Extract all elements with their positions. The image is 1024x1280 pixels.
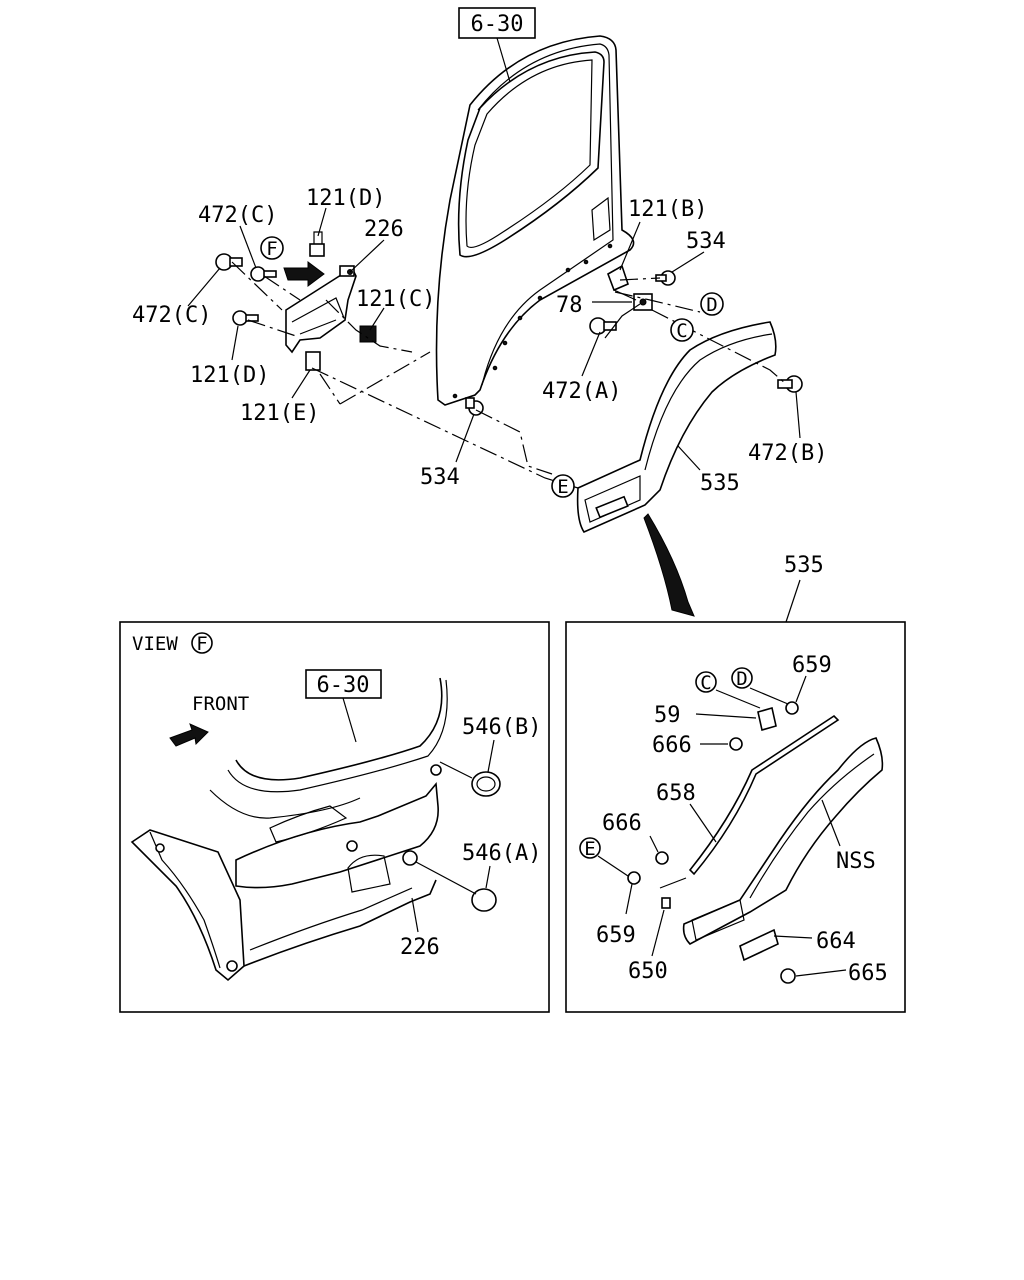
circle-C: C	[676, 320, 687, 342]
screw-472A	[589, 317, 617, 335]
detail-535-panel: 535 C D	[565, 553, 906, 1013]
clip-121E	[305, 351, 321, 371]
view-f-ref-box	[305, 669, 382, 699]
label-664: 664	[816, 929, 856, 954]
label-121D-top: 121(D)	[306, 186, 385, 211]
label-534-bottom: 534	[420, 465, 460, 490]
label-665: 665	[848, 961, 888, 986]
clip-59	[757, 706, 777, 732]
label-121E: 121(E)	[240, 401, 319, 426]
label-546A: 546(A)	[462, 841, 541, 866]
door-panel	[435, 35, 635, 406]
detail-title-535: 535	[784, 553, 824, 578]
screw-121D-top	[309, 231, 325, 257]
clip-121B	[607, 264, 629, 292]
view-f-title: VIEW	[132, 633, 178, 655]
step-extension-535	[576, 321, 777, 534]
label-546B: 546(B)	[462, 715, 541, 740]
detail-frame	[565, 621, 906, 1013]
screw-472C-top	[250, 266, 277, 282]
circle-E: E	[557, 476, 568, 498]
screw-666-mid	[655, 851, 669, 865]
screw-665	[780, 968, 796, 984]
front-label: FRONT	[192, 693, 249, 715]
clip-78	[633, 293, 653, 311]
grommet-546A	[471, 888, 497, 912]
label-535: 535	[700, 471, 740, 496]
detail-pointer-arrow	[643, 513, 695, 617]
clip-650	[661, 897, 671, 909]
view-f-panel: VIEW F 6-30 FRONT	[119, 621, 550, 1013]
label-226-view: 226	[400, 935, 440, 960]
view-f-ref-label: 6-30	[317, 673, 370, 698]
label-658: 658	[656, 781, 696, 806]
label-NSS: NSS	[836, 849, 876, 874]
label-659-bottom: 659	[596, 923, 636, 948]
label-472C-top: 472(C)	[198, 203, 277, 228]
screw-659-top	[785, 701, 799, 715]
screw-534-right	[655, 270, 676, 286]
ref-box-label: 6-30	[471, 12, 524, 37]
label-472C-left: 472(C)	[132, 303, 211, 328]
circle-D: D	[706, 294, 717, 316]
front-arrow-view	[169, 723, 209, 747]
reflector-664	[739, 928, 779, 962]
label-472A: 472(A)	[542, 379, 621, 404]
detail-circle-E: E	[584, 838, 595, 860]
label-659-top: 659	[792, 653, 832, 678]
screw-121D-left	[232, 310, 259, 326]
main-assembly: 6-30	[132, 7, 827, 617]
detail-circle-D: D	[736, 668, 747, 690]
label-534-right: 534	[686, 229, 726, 254]
label-650: 650	[628, 959, 668, 984]
screw-472B	[777, 375, 803, 393]
label-666-top: 666	[652, 733, 692, 758]
grommet-546B	[471, 771, 501, 797]
detail-circle-C: C	[700, 672, 711, 694]
label-226-top: 226	[364, 217, 404, 242]
view-f-letter: F	[196, 633, 207, 655]
view-f-frame	[119, 621, 550, 1013]
label-121C: 121(C)	[356, 287, 435, 312]
screw-666-top	[729, 737, 743, 751]
label-59: 59	[654, 703, 681, 728]
front-arrow-main	[283, 261, 325, 287]
label-78: 78	[556, 293, 583, 318]
screw-659-bottom	[627, 871, 641, 885]
label-121B: 121(B)	[628, 197, 707, 222]
label-121D-left: 121(D)	[190, 363, 269, 388]
clip-121C	[359, 325, 377, 343]
label-472B: 472(B)	[748, 441, 827, 466]
circle-F: F	[266, 238, 277, 260]
label-666-mid: 666	[602, 811, 642, 836]
ref-box-6-30	[458, 7, 536, 39]
